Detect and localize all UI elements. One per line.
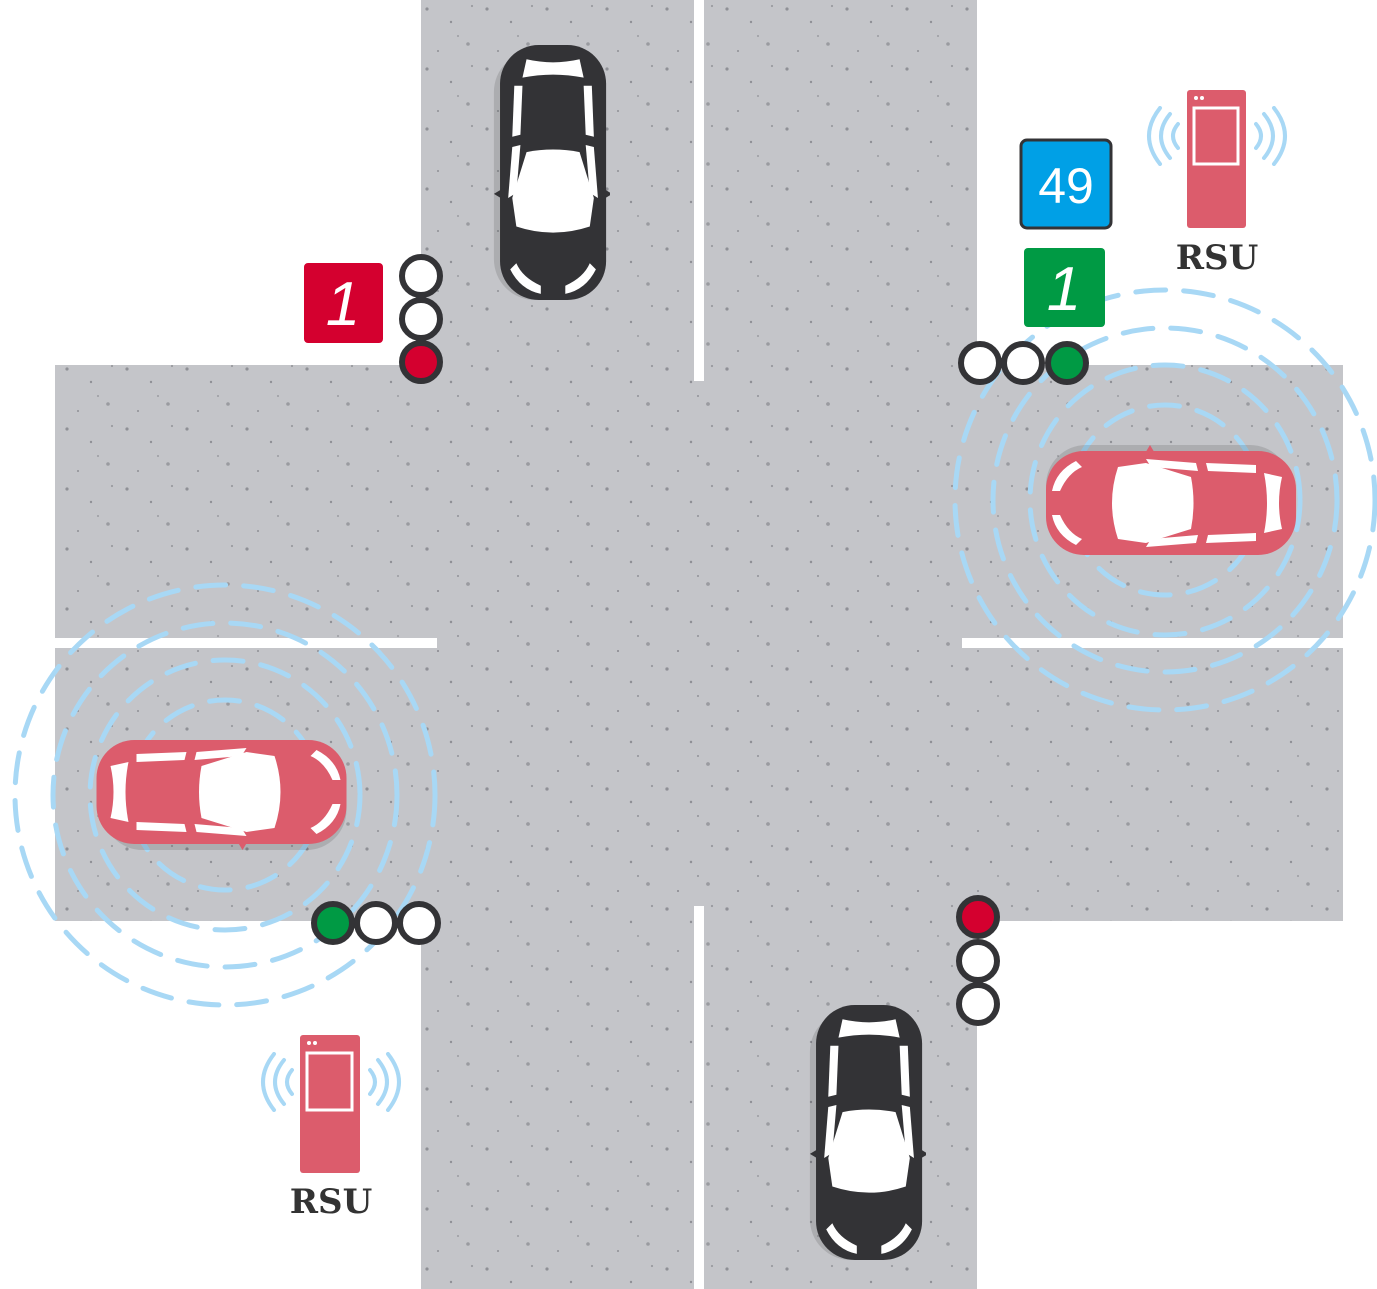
- traffic-light-south-west: [311, 901, 441, 945]
- lane-markings: [55, 0, 1343, 1289]
- green-countdown-value: 1: [1047, 255, 1081, 324]
- rsu-label: RSU: [1176, 238, 1258, 278]
- traffic-light-north-west: [399, 254, 443, 384]
- car-south: [809, 1005, 926, 1260]
- traffic-light-south-east: [956, 895, 1000, 1026]
- car-east: [1046, 445, 1296, 555]
- signal-waves-icon: [1147, 106, 1180, 166]
- rsu-south-west: RSU: [261, 1035, 401, 1222]
- rsu-north-east: RSU: [1147, 90, 1287, 278]
- traffic-light-north-east: [958, 341, 1089, 385]
- signal-waves-icon: [261, 1052, 294, 1112]
- rsu-label: RSU: [290, 1182, 372, 1222]
- speed-limit-sign: 49: [1019, 138, 1113, 230]
- speed-limit-value: 49: [1038, 158, 1094, 214]
- red-countdown-value: 1: [326, 270, 360, 339]
- red-countdown-sign: 1: [304, 263, 383, 343]
- green-countdown-sign: 1: [1024, 248, 1105, 327]
- car-north: [493, 45, 610, 300]
- car-west: [96, 740, 347, 850]
